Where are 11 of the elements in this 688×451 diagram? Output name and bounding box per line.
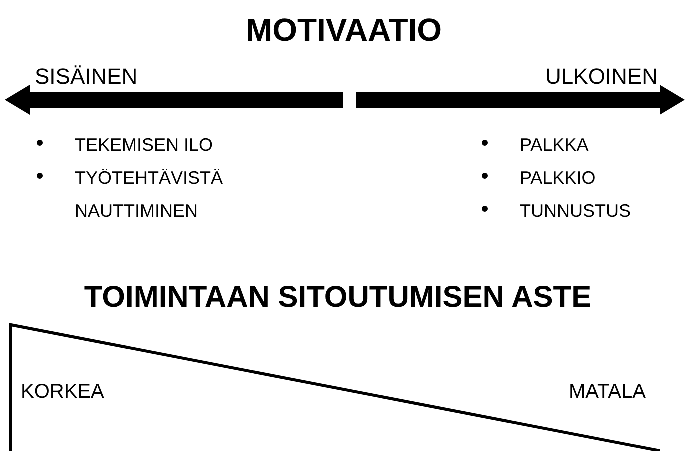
scale-label: MATALA xyxy=(568,380,646,405)
list-item: TYÖTEHTÄVISTÄ NAUTTIMINEN xyxy=(75,167,224,223)
title: MOTIVAATIO xyxy=(244,11,444,50)
list-item: TUNNUSTUS xyxy=(520,200,632,223)
list-item: PALKKIO xyxy=(520,167,597,190)
axis-label: SISÄINEN xyxy=(35,63,138,91)
scale-label: KORKEA xyxy=(21,380,104,405)
axis-label: ULKOINEN xyxy=(546,63,658,91)
list-item: TEKEMISEN ILO xyxy=(75,134,214,157)
list-item: PALKKA xyxy=(520,134,590,157)
section-heading: TOIMINTAAN SITOUTUMISEN ASTE xyxy=(83,280,593,316)
